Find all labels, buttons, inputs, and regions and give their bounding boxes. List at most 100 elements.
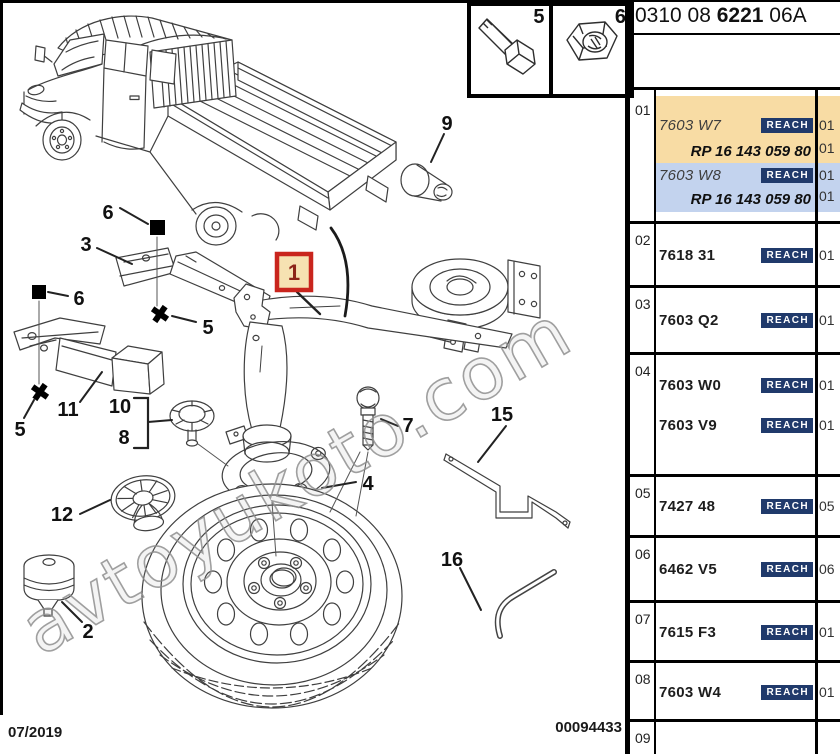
reach-badge[interactable]: REACH [761, 167, 813, 183]
table-row-09: 09 [630, 722, 840, 754]
part-number[interactable]: 7603 V9 [659, 416, 717, 434]
diagram-frame [0, 0, 627, 715]
part-number[interactable]: 7603 W4 [659, 683, 722, 701]
callout-6a: 6 [102, 202, 113, 224]
part-11-bracket [13, 317, 165, 395]
callouts: 6 3 5 6 5 11 10 8 12 2 9 7 4 15 16 1 [14, 113, 513, 643]
square-marker-6b [32, 285, 46, 299]
table-row-07: 07 7615 F3 REACH 01 [630, 603, 840, 663]
reach-badge[interactable]: REACH [761, 684, 813, 700]
rp-number[interactable]: RP 16 143 059 80 [690, 143, 811, 160]
rp-number[interactable]: RP 16 143 059 80 [690, 191, 811, 208]
part-number[interactable]: 7615 F3 [659, 623, 717, 641]
part-12-wheel [110, 475, 176, 532]
reach-badge[interactable]: REACH [761, 624, 813, 640]
reach-badge[interactable]: REACH [761, 561, 813, 577]
row-number: 04 [635, 363, 651, 379]
diagram-panel: 6 3 5 6 5 11 10 8 12 2 9 7 4 15 16 1 [0, 0, 634, 741]
part-number[interactable]: 7603 W0 [659, 376, 722, 394]
callout-12: 12 [51, 504, 73, 526]
parts-table: 01 7603 W7 REACH 01 RP 16 143 059 80 01 … [630, 87, 840, 754]
part-number[interactable]: 7603 W7 [659, 116, 722, 134]
callout-8: 8 [118, 427, 129, 449]
part-2-buffer [23, 554, 75, 617]
quantity: 01 [819, 140, 835, 156]
callout-6b: 6 [73, 288, 84, 310]
spare-wheel [141, 483, 403, 709]
reach-badge[interactable]: REACH [761, 417, 813, 433]
table-row-02: 02 7618 31 REACH 01 [630, 224, 840, 288]
callout-9: 9 [441, 113, 452, 135]
panel-divider [625, 0, 630, 754]
quantity: 06 [819, 561, 835, 577]
parts-table-panel: 0310 08 6221 06A 01 7603 W7 REACH 01 RP … [625, 0, 840, 754]
table-row-08: 08 7603 W4 REACH 01 [630, 663, 840, 722]
doc-number-prefix: 0310 08 [635, 4, 717, 27]
square-marker-6a [150, 220, 165, 235]
table-row-06: 06 6462 V5 REACH 06 [630, 538, 840, 603]
callout-4: 4 [362, 473, 374, 495]
callout-1[interactable]: 1 [288, 260, 300, 285]
callout-16: 16 [441, 549, 463, 571]
quantity: 01 [819, 117, 835, 133]
quantity: 01 [819, 247, 835, 263]
quantity: 01 [819, 167, 835, 183]
column-divider-thick [815, 90, 818, 754]
quantity: 01 [819, 624, 835, 640]
row-number: 02 [635, 232, 651, 248]
reach-badge[interactable]: REACH [761, 247, 813, 263]
table-row-01: 01 7603 W7 REACH 01 RP 16 143 059 80 01 … [630, 90, 840, 224]
quantity: 01 [819, 417, 835, 433]
reach-badge[interactable]: REACH [761, 498, 813, 514]
document-number: 0310 08 6221 06A [630, 0, 840, 35]
callout-15: 15 [491, 404, 513, 426]
callout-5b: 5 [14, 419, 25, 441]
row-number: 09 [635, 730, 651, 746]
table-row-05: 05 7427 48 REACH 05 [630, 477, 840, 538]
quantity: 05 [819, 498, 835, 514]
part-16-rod [494, 569, 557, 639]
quantity: 01 [819, 684, 835, 700]
part-9-plug [400, 163, 453, 202]
callout-10: 10 [109, 396, 131, 418]
footer-sheet-number: 00094433 [555, 719, 622, 736]
row-number: 05 [635, 485, 651, 501]
quantity: 01 [819, 312, 835, 328]
doc-number-suffix: 06A [763, 4, 807, 27]
cross-marker-5a [150, 304, 170, 324]
part-10-cap [169, 400, 215, 447]
inset-cell-bolt: 5 [471, 6, 553, 94]
part-number[interactable]: 7603 Q2 [659, 311, 719, 329]
callout-5a: 5 [202, 317, 213, 339]
callout-1-highlight[interactable]: 1 [274, 251, 314, 293]
callout-11: 11 [57, 399, 78, 421]
part-number[interactable]: 7603 W8 [659, 166, 722, 184]
part-number[interactable]: 7427 48 [659, 497, 716, 515]
callout-3: 3 [80, 234, 91, 256]
part-number[interactable]: 6462 V5 [659, 560, 717, 578]
part-number[interactable]: 7618 31 [659, 246, 716, 264]
table-row-04: 04 7603 W0 REACH 01 7603 V9 REACH 01 [630, 355, 840, 477]
row-number: 07 [635, 611, 651, 627]
part-15-bar [443, 453, 571, 529]
cross-marker-5b [30, 382, 50, 402]
quantity: 01 [819, 377, 835, 393]
quantity: 01 [819, 188, 835, 204]
fastener-inset-box: 5 6 [467, 2, 634, 98]
row-number: 06 [635, 546, 651, 562]
reach-badge[interactable]: REACH [761, 377, 813, 393]
alignment-lines [38, 236, 369, 557]
callout-2: 2 [82, 621, 93, 643]
doc-number-main: 6221 [716, 4, 764, 27]
exploded-diagram: 6 3 5 6 5 11 10 8 12 2 9 7 4 15 16 1 [13, 15, 571, 709]
inset-nut-number: 6 [614, 6, 626, 28]
inset-cell-nut: 6 [553, 6, 631, 94]
reach-badge[interactable]: REACH [761, 312, 813, 328]
row-number: 03 [635, 296, 651, 312]
row-number: 08 [635, 671, 651, 687]
reach-badge[interactable]: REACH [761, 117, 813, 133]
nut-icon [565, 21, 618, 61]
row-number: 01 [635, 102, 651, 118]
table-row-03: 03 7603 Q2 REACH 01 [630, 288, 840, 355]
